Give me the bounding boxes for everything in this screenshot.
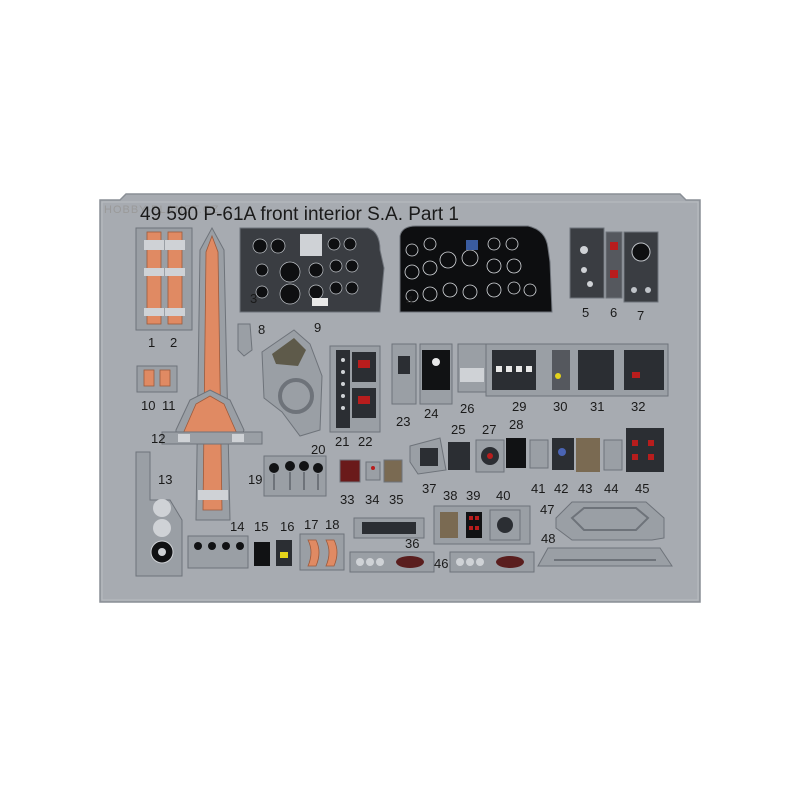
label-part-20: 20	[311, 442, 325, 457]
label-part-39: 39	[466, 488, 480, 503]
part-36	[353, 517, 425, 539]
part-14-16	[187, 535, 292, 569]
label-part-32: 32	[631, 399, 645, 414]
label-part-10: 10	[141, 398, 155, 413]
part-13	[135, 451, 183, 577]
label-part-7: 7	[637, 308, 644, 323]
part-46	[349, 551, 535, 573]
part-29-32-panels	[485, 343, 669, 397]
label-part-22: 22	[358, 434, 372, 449]
part-5-6-7-panels	[569, 227, 659, 303]
label-part-23: 23	[396, 414, 410, 429]
label-part-27: 27	[482, 422, 496, 437]
label-part-21: 21	[335, 434, 349, 449]
label-part-31: 31	[590, 399, 604, 414]
label-part-4: 4	[406, 293, 413, 308]
part-21-22-panels	[329, 345, 381, 433]
fret-title: 49 590 P-61A front interior S.A. Part 1	[140, 204, 459, 225]
part-3-instrument-panel	[239, 227, 385, 313]
part-33-35	[339, 459, 403, 483]
label-part-30: 30	[553, 399, 567, 414]
label-part-33: 33	[340, 492, 354, 507]
label-part-8: 8	[258, 322, 265, 337]
label-part-29: 29	[512, 399, 526, 414]
label-part-24: 24	[424, 406, 438, 421]
part-8	[237, 323, 253, 357]
label-part-6: 6	[610, 305, 617, 320]
part-47	[555, 501, 665, 541]
label-part-15: 15	[254, 519, 268, 534]
part-38-40	[433, 505, 531, 545]
label-part-37: 37	[422, 481, 436, 496]
label-part-5: 5	[582, 305, 589, 320]
label-part-36: 36	[405, 536, 419, 551]
part-37-45	[409, 428, 664, 475]
part-4-instrument-panel	[399, 225, 553, 313]
part-17-18	[299, 533, 345, 571]
label-part-43: 43	[578, 481, 592, 496]
label-part-12: 12	[151, 431, 165, 446]
label-part-1: 1	[148, 335, 155, 350]
label-part-2: 2	[170, 335, 177, 350]
label-part-3: 3	[250, 291, 257, 306]
label-part-26: 26	[460, 401, 474, 416]
part-19-20	[263, 455, 327, 497]
watermark-text: HOBBY-PLANET.CZ	[104, 204, 219, 216]
label-part-25: 25	[451, 422, 465, 437]
label-part-40: 40	[496, 488, 510, 503]
part-23-24-26	[391, 343, 487, 405]
label-part-47: 47	[540, 502, 554, 517]
label-part-11: 11	[162, 398, 176, 413]
label-part-41: 41	[531, 481, 545, 496]
label-part-28: 28	[509, 417, 523, 432]
label-part-42: 42	[554, 481, 568, 496]
label-part-14: 14	[230, 519, 244, 534]
label-part-9: 9	[314, 320, 321, 335]
label-part-48: 48	[541, 531, 555, 546]
part-9-sight-frame	[261, 329, 323, 437]
label-part-34: 34	[365, 492, 379, 507]
part-12-harness	[161, 226, 263, 521]
label-part-38: 38	[443, 488, 457, 503]
part-48	[537, 547, 673, 567]
label-part-45: 45	[635, 481, 649, 496]
label-part-16: 16	[280, 519, 294, 534]
label-part-13: 13	[158, 472, 172, 487]
part-1-2-belts	[135, 227, 193, 331]
label-part-44: 44	[604, 481, 618, 496]
label-part-19: 19	[248, 472, 262, 487]
label-part-17: 17	[304, 517, 318, 532]
label-part-18: 18	[325, 517, 339, 532]
part-10-11	[136, 365, 178, 393]
label-part-46: 46	[434, 556, 448, 571]
label-part-35: 35	[389, 492, 403, 507]
